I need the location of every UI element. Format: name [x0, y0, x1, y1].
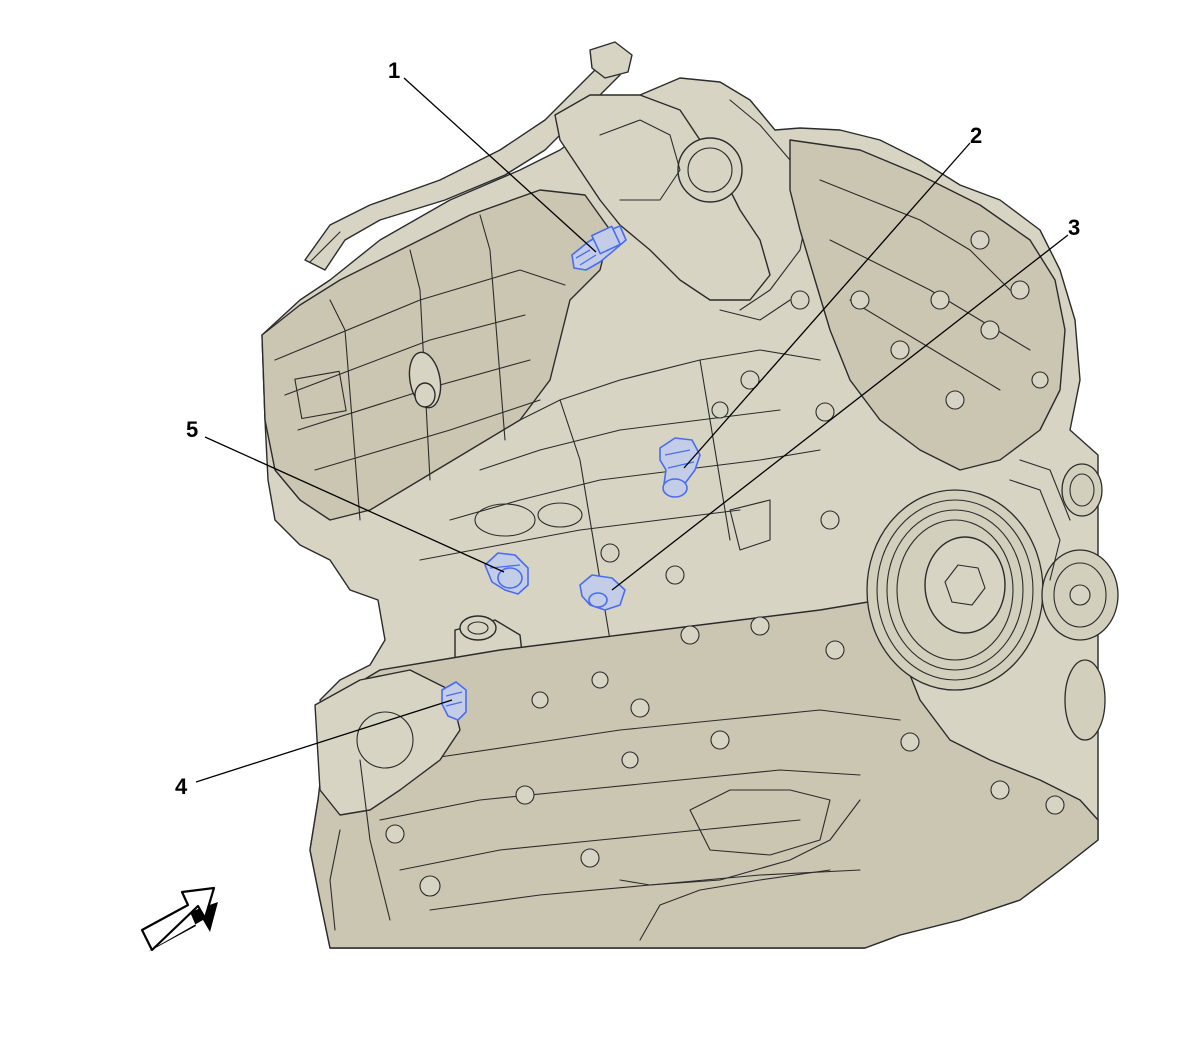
callout-labels: 1 2 3 4 5 [175, 58, 1080, 799]
callout-3: 3 [1068, 215, 1080, 240]
leader-line-5 [204, 436, 505, 573]
sensor-5-highlight [484, 552, 529, 595]
sensor-2-highlight [659, 437, 701, 498]
sensor-4-highlight [441, 681, 467, 721]
sensor-highlights [441, 225, 701, 721]
sensor-1-highlight [571, 225, 627, 271]
leader-line-1 [403, 77, 597, 253]
leader-line-2 [683, 142, 971, 469]
leader-line-4 [195, 699, 453, 783]
callout-2: 2 [970, 123, 982, 148]
sensor-3-highlight [579, 574, 626, 611]
callout-4: 4 [175, 774, 188, 799]
callout-5: 5 [186, 417, 198, 442]
callout-leaders [195, 77, 1069, 783]
engine-illustration [261, 41, 1119, 949]
view-direction-arrow-icon [140, 886, 218, 952]
leader-line-3 [611, 234, 1069, 591]
callout-1: 1 [388, 58, 400, 83]
